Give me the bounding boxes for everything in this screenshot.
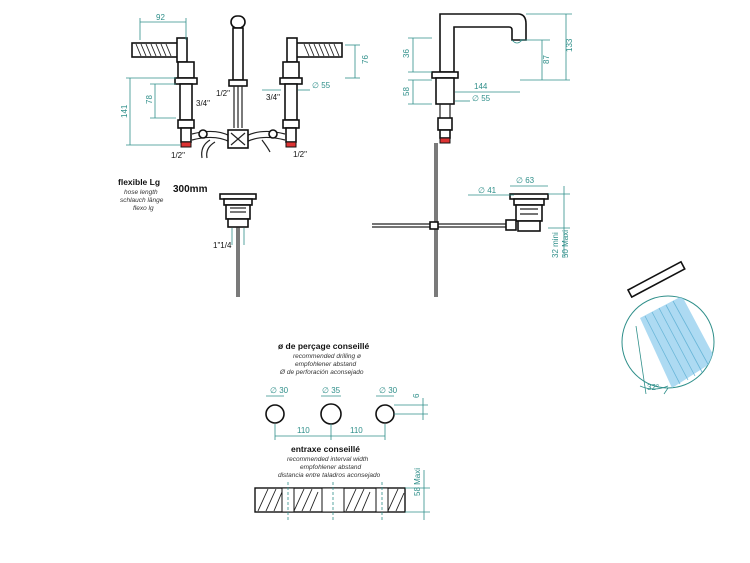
label-pipe-left: 3/4"	[196, 99, 210, 108]
spray-detail: 32°	[621, 260, 715, 395]
right-valve-body	[282, 61, 300, 79]
label-left-thread: 1/2"	[171, 151, 185, 160]
drilling-section: ø de perçage conseillé recommended drill…	[265, 341, 428, 440]
drill-d1: ∅ 30	[270, 386, 289, 395]
hose-line-2: schlauch länge	[120, 197, 164, 204]
drill-side-dim: 6	[412, 393, 421, 398]
left-connector-hose	[191, 130, 231, 137]
center-spout	[232, 27, 244, 81]
hose-line-1: hose length	[124, 189, 158, 196]
flexible-hose	[201, 139, 211, 159]
drill-gap-2: 110	[350, 426, 363, 435]
label-drain-thread: 1"1/4	[213, 241, 232, 250]
interval-line-2: empfohlener abstand	[300, 464, 361, 471]
dim-left-inner: 78	[145, 95, 154, 104]
right-connector-hose	[245, 130, 286, 137]
drill-hole-left	[265, 404, 285, 424]
hose-title: flexible Lg	[118, 177, 160, 187]
dim-side-36: 36	[402, 49, 411, 58]
right-valve-shank	[284, 83, 298, 121]
hose-line-3: flexo lg	[133, 205, 154, 212]
drill-d2: ∅ 35	[322, 386, 341, 395]
dim-side-base-diameter: ∅ 55	[472, 94, 491, 103]
interval-section: entraxe conseillé recommended interval w…	[254, 444, 430, 520]
drill-hole-center	[320, 403, 342, 425]
dim-front-diameter: ∅ 55	[312, 81, 331, 90]
side-drain-body	[515, 204, 543, 222]
left-handle	[131, 42, 185, 58]
drill-d3: ∅ 30	[379, 386, 398, 395]
spray-angle: 32°	[647, 383, 659, 392]
interval-title: entraxe conseillé	[291, 444, 360, 454]
dim-thickness-min: 32 mini	[551, 232, 560, 258]
interval-line-3: distancia entre taladros aconsejado	[278, 472, 381, 479]
dim-thickness-max: 50 Maxi	[561, 230, 570, 258]
side-base	[431, 71, 459, 79]
drilling-line-1: recommended drilling ø	[293, 353, 361, 360]
spout-profile	[439, 13, 527, 73]
dim-side-58: 58	[402, 87, 411, 96]
label-pipe-right: 3/4"	[266, 93, 280, 102]
dim-side-87: 87	[542, 55, 551, 64]
side-view: 36 58 144 ∅ 55 87 133 ∅ 63 ∅ 41 32 mini …	[372, 13, 574, 297]
dim-side-133: 133	[565, 38, 574, 52]
front-view: 92 76 141 78 3/4" 3/4" ∅ 55 1/2" 1/2" 1/…	[118, 13, 370, 297]
drilling-title: ø de perçage conseillé	[278, 341, 369, 351]
dim-drain-41: ∅ 41	[478, 186, 497, 195]
dim-side-reach: 144	[474, 82, 488, 91]
dim-drain-63: ∅ 63	[516, 176, 535, 185]
left-valve-shank	[179, 83, 193, 121]
drilling-line-2: empfohlener abstand	[295, 361, 356, 368]
label-right-thread: 1/2"	[293, 150, 307, 159]
center-spout-base	[228, 79, 248, 87]
dim-top-width: 92	[156, 13, 165, 22]
center-spout-tip	[230, 15, 246, 29]
drill-hole-right	[375, 404, 395, 424]
label-center-thread: 1/2"	[216, 89, 230, 98]
left-valve-body	[177, 61, 195, 79]
spray-stream	[640, 296, 714, 388]
drilling-line-3: Ø de perforación aconsejado	[279, 369, 364, 376]
interval-max: 58 Maxi	[413, 468, 422, 496]
hose-length: 300mm	[173, 184, 208, 195]
dim-right-height: 76	[361, 55, 370, 64]
interval-line-1: recommended interval width	[287, 456, 369, 463]
dim-left-total: 141	[120, 104, 129, 118]
aerator-outlet	[626, 260, 686, 299]
drill-gap-1: 110	[297, 426, 310, 435]
